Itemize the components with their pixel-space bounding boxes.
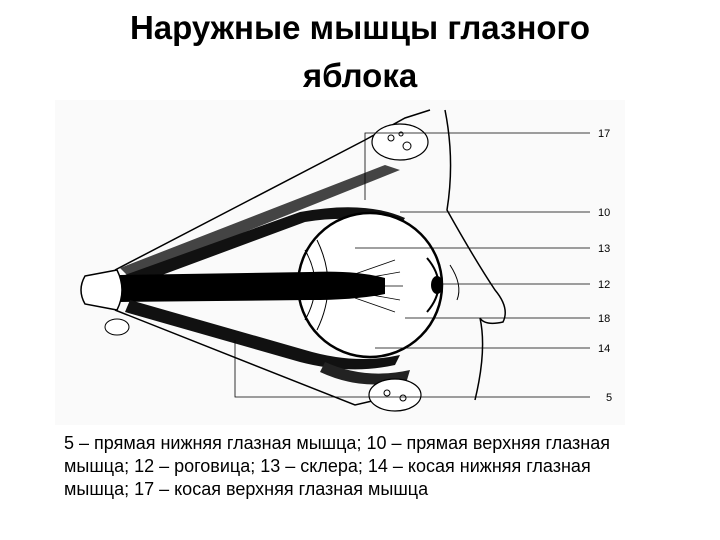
face-profile-line — [444, 109, 506, 401]
pupil — [431, 276, 443, 294]
optic-canal — [80, 269, 123, 311]
label-12: 12 — [598, 279, 610, 291]
orbital-floor-bone — [368, 378, 422, 412]
bone-texture-dot — [399, 394, 407, 402]
eye-muscles-diagram: 17 10 13 12 18 14 5 — [55, 100, 625, 425]
bone-texture-dot — [383, 389, 391, 397]
caption-line-2: мышца; 12 – роговица; 13 – склера; 14 – … — [64, 456, 591, 476]
inferior-rectus-muscle — [125, 300, 400, 370]
label-17: 17 — [598, 128, 610, 140]
title-line-2: яблока — [302, 57, 418, 94]
bone-texture-dot — [402, 141, 412, 151]
slide-title: Наружные мышцы глазного яблока — [0, 4, 720, 100]
title-line-1: Наружные мышцы глазного — [129, 9, 591, 46]
label-5: 5 — [606, 392, 612, 404]
label-10: 10 — [598, 207, 610, 219]
superior-oblique-muscle — [120, 165, 400, 278]
label-14: 14 — [598, 343, 610, 355]
lateral-rectus-muscle — [120, 271, 385, 302]
apex-bone — [104, 318, 130, 336]
trochlea — [371, 123, 429, 161]
muscle-insertion-fibers — [354, 259, 403, 313]
eye-muscles-figure: 17 10 13 12 18 14 5 — [55, 100, 625, 425]
caption-line-1: 5 – прямая нижняя глазная мышца; 10 – пр… — [64, 433, 610, 453]
bone-texture-dot — [387, 134, 395, 142]
bone-texture-dot — [398, 131, 404, 137]
figure-caption: 5 – прямая нижняя глазная мышца; 10 – пр… — [64, 432, 704, 501]
label-18: 18 — [598, 313, 610, 325]
label-13: 13 — [598, 243, 610, 255]
leader-lines — [234, 132, 590, 398]
caption-line-3: мышца; 17 – косая верхняя глазная мышца — [64, 479, 429, 499]
inferior-oblique-muscle — [320, 362, 410, 385]
